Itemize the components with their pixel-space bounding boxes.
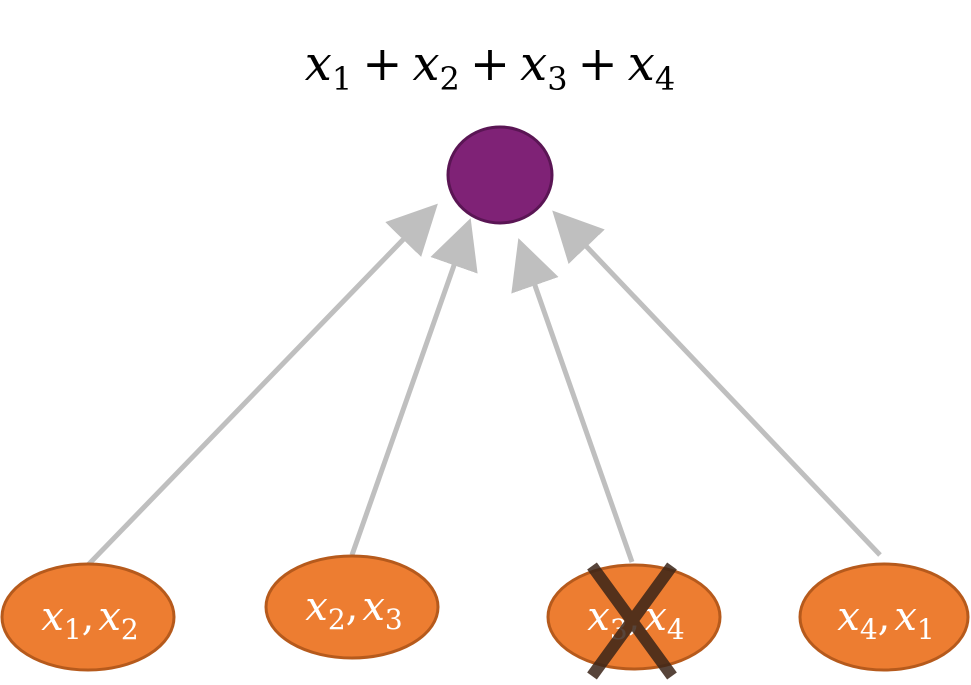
aggregate-node	[446, 125, 554, 225]
n4-var-a: x	[837, 594, 860, 640]
n1-sub-b: 2	[121, 613, 139, 646]
n1-var-a: x	[41, 594, 64, 640]
n4-var-b: x	[894, 594, 917, 640]
n1-sep: ,	[82, 594, 95, 640]
plus-1: +	[362, 36, 402, 92]
term-1-var: x	[305, 36, 332, 92]
term-4-var: x	[628, 36, 655, 92]
arrow-4	[552, 210, 882, 557]
term-4-sub: 4	[655, 60, 675, 98]
plus-2: +	[470, 36, 510, 92]
n2-sub-a: 2	[328, 603, 346, 636]
input-node-1-shape	[0, 562, 176, 672]
n4-sub-b: 1	[917, 613, 935, 646]
cross-out-icon	[587, 562, 677, 680]
n3-var-a: x	[587, 594, 610, 640]
n1-sub-a: 1	[64, 613, 82, 646]
n1-var-b: x	[98, 594, 121, 640]
input-node-4-label: x4,x1	[837, 594, 935, 646]
input-node-4-shape	[798, 562, 970, 672]
term-3-sub: 3	[547, 60, 567, 98]
term-1-sub: 1	[332, 60, 352, 98]
n2-var-b: x	[362, 584, 385, 630]
input-node-2-shape	[264, 554, 440, 660]
arrow-2	[349, 218, 478, 556]
n3-sub-b: 4	[667, 613, 685, 646]
n2-sub-b: 3	[385, 603, 403, 636]
n4-sep: ,	[878, 594, 891, 640]
input-node-2-label: x2,x3	[305, 584, 403, 636]
n2-var-a: x	[305, 584, 328, 630]
input-node-1: x1,x2	[0, 562, 176, 672]
term-3-var: x	[520, 36, 547, 92]
input-node-2: x2,x3	[264, 554, 440, 660]
term-2-var: x	[412, 36, 439, 92]
input-node-1-label: x1,x2	[41, 594, 139, 646]
n4-sub-a: 4	[860, 613, 878, 646]
arrow-1	[86, 203, 438, 567]
input-node-3: x3,x4	[546, 562, 722, 680]
plus-3: +	[578, 36, 618, 92]
arrow-3	[511, 238, 635, 563]
n2-sep: ,	[346, 584, 359, 630]
sum-expression: x1+x2+x3+x4	[305, 36, 675, 98]
cross-stroke-2	[587, 562, 677, 680]
term-2-sub: 2	[440, 60, 460, 98]
input-node-4: x4,x1	[798, 562, 970, 672]
